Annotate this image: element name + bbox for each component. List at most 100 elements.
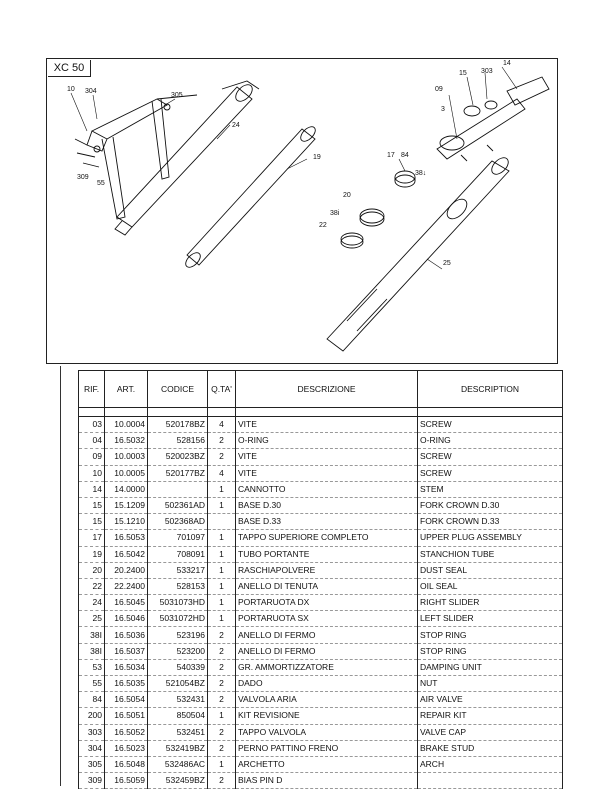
cell-rif: 09 [78, 448, 105, 466]
cell-codice: 533217 [147, 562, 208, 579]
cell-description: SCREW [417, 416, 563, 434]
cell-codice [147, 481, 208, 498]
cell-descrizione: VITE [235, 416, 418, 434]
cell-qta: 1 [207, 578, 236, 596]
cell-art: 10.0003 [104, 448, 148, 466]
cell-art: 16.5036 [104, 626, 148, 644]
cell-description: VALVE CAP [417, 724, 563, 741]
callout-84: 84 [401, 152, 409, 159]
callout-leaders [70, 66, 518, 270]
cell-codice: 520023BZ [147, 448, 208, 466]
callout-304: 304 [85, 88, 97, 95]
cell-description: UPPER PLUG ASSEMBLY [417, 529, 563, 547]
cell-art: 16.5048 [104, 756, 148, 774]
cell-art: 16.5035 [104, 675, 148, 693]
cell-descrizione: PORTARUOTA DX [235, 594, 418, 612]
cell-description: LEFT SLIDER [417, 610, 563, 628]
cell-description [417, 772, 563, 790]
cell-qta: 1 [207, 610, 236, 628]
cell-descrizione: ANELLO DI FERMO [235, 626, 418, 644]
seal-stack-drawing [340, 170, 416, 249]
exploded-diagram: XC 50 [46, 58, 558, 364]
cell-qta: 1 [207, 562, 236, 579]
callout-19: 19 [313, 154, 321, 161]
cell-art: 20.2400 [104, 562, 148, 579]
cell-rif: 24 [78, 594, 105, 612]
cell-art: 16.5059 [104, 772, 148, 790]
cell-qta: 2 [207, 448, 236, 466]
cell-descrizione: VITE [235, 465, 418, 482]
callout-3: 3 [441, 106, 445, 113]
cell-art: 16.5054 [104, 691, 148, 709]
cell-qta: 4 [207, 416, 236, 434]
cell-qta: 1 [207, 707, 236, 725]
cell-rif: 309 [78, 772, 105, 790]
callout-24: 24 [232, 122, 240, 129]
callout-17: 17 [387, 152, 395, 159]
cell-codice: 502368AD [147, 513, 208, 531]
header-description: DESCRIPTION [417, 370, 563, 408]
fork-crown-drawing [436, 76, 550, 162]
fork-exploded-view: 10 304 305 24 309 55 19 09 15 303 14 3 1… [67, 60, 550, 352]
stanchion-tube-drawing [185, 126, 316, 268]
cell-description: NUT [417, 675, 563, 693]
cell-art: 16.5053 [104, 529, 148, 547]
cell-codice: 850504 [147, 707, 208, 725]
cell-qta: 2 [207, 675, 236, 693]
cell-rif: 38I [78, 643, 105, 660]
cell-qta: 1 [207, 481, 236, 498]
callout-22: 22 [319, 222, 327, 229]
cell-qta: 1 [207, 594, 236, 612]
callout-20: 20 [343, 192, 351, 199]
cell-description: O-RING [417, 432, 563, 450]
cell-qta: 2 [207, 740, 236, 757]
cell-art: 16.5037 [104, 643, 148, 660]
cell-codice: 528156 [147, 432, 208, 450]
cell-rif: 303 [78, 724, 105, 741]
cell-codice: 708091 [147, 546, 208, 563]
header-codice: CODICE [147, 370, 208, 408]
model-label: XC 50 [48, 60, 91, 77]
cell-descrizione: GR. AMMORTIZZATORE [235, 659, 418, 677]
callout-55: 55 [97, 180, 105, 187]
cell-codice: 523196 [147, 626, 208, 644]
callout-303: 303 [481, 68, 493, 75]
cell-description: STEM [417, 481, 563, 498]
cell-art: 16.5045 [104, 594, 148, 612]
header-spacer-row [78, 407, 563, 417]
header-rif: RIF. [78, 370, 105, 408]
cell-art: 10.0005 [104, 465, 148, 482]
table-header-row: RIF. ART. CODICE Q.TA' DESCRIZIONE DESCR… [78, 370, 563, 408]
callout-305: 305 [171, 92, 183, 99]
callout-09: 09 [435, 86, 443, 93]
callout-38i: 38i [330, 210, 340, 217]
cell-rif: 53 [78, 659, 105, 677]
cell-rif: 305 [78, 756, 105, 774]
cell-rif: 38I [78, 626, 105, 644]
cell-art: 16.5023 [104, 740, 148, 757]
cell-description: FORK CROWN D.30 [417, 497, 563, 515]
cell-art: 16.5051 [104, 707, 148, 725]
cell-descrizione: TAPPO SUPERIORE COMPLETO [235, 529, 418, 547]
callout-15: 15 [459, 70, 467, 77]
cell-codice: 532459BZ [147, 772, 208, 790]
cell-qta: 1 [207, 529, 236, 547]
cell-rif: 84 [78, 691, 105, 709]
cell-art: 15.1210 [104, 513, 148, 531]
cell-descrizione: BASE D.30 [235, 497, 418, 515]
cell-descrizione: VALVOLA ARIA [235, 691, 418, 709]
cell-art: 14.0000 [104, 481, 148, 498]
cell-description: DUST SEAL [417, 562, 563, 579]
left-slider-drawing [326, 157, 510, 352]
cell-descrizione: PERNO PATTINO FRENO [235, 740, 418, 757]
cell-description: RIGHT SLIDER [417, 594, 563, 612]
cell-qta: 2 [207, 772, 236, 790]
